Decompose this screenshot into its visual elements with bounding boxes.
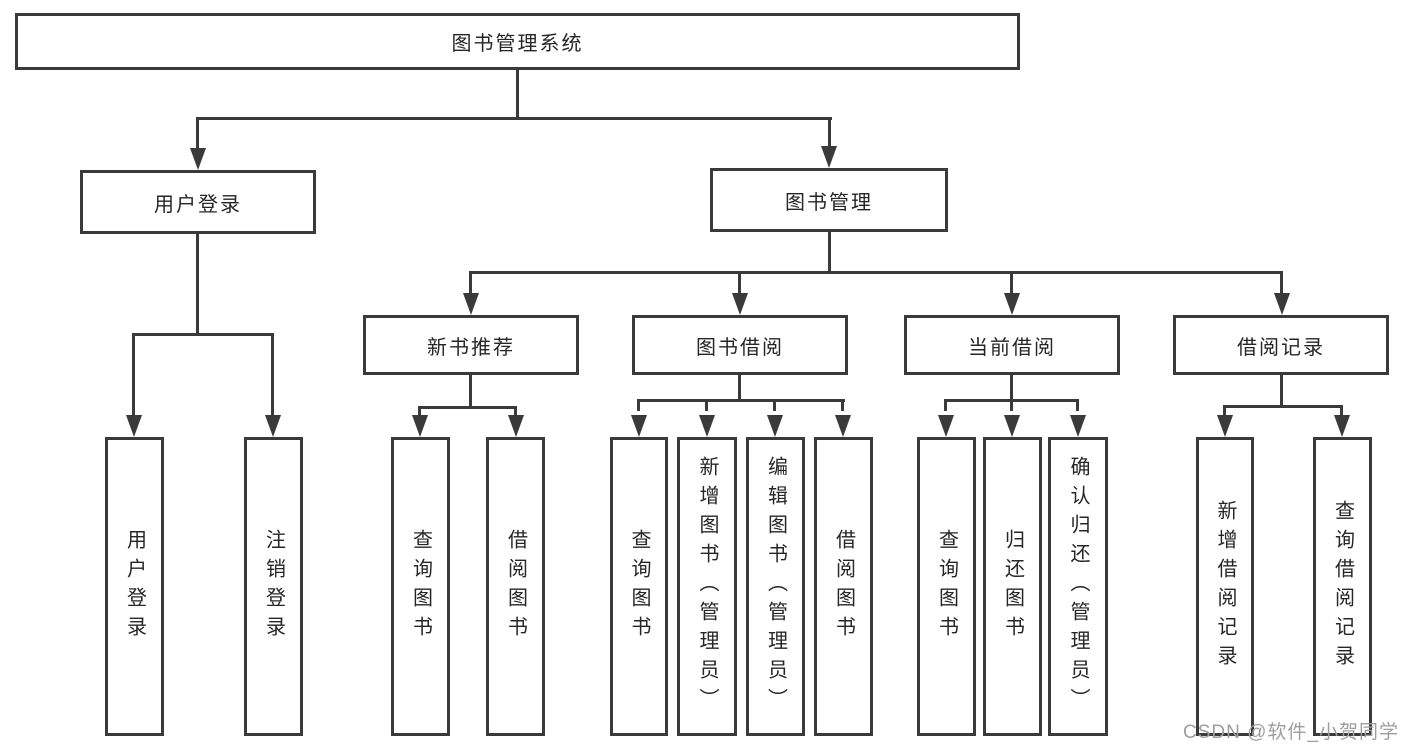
leaf-add-books-admin: 新增图书（管理员） <box>677 437 737 736</box>
connector-line <box>738 375 741 402</box>
leaf-edit-books-admin: 编辑图书（管理员） <box>746 437 805 736</box>
csdn-watermark: CSDN @软件_小贺同学 <box>1183 722 1399 743</box>
leaf-borrow-books-recommend: 借阅图书 <box>486 437 545 736</box>
node-label: 查询图书 <box>628 528 650 645</box>
arrow-down-icon <box>938 415 954 437</box>
leaf-query-borrow-record: 查询借阅记录 <box>1313 437 1372 736</box>
arrow-down-icon <box>631 415 647 437</box>
arrow-down-icon <box>1004 293 1020 315</box>
arrow-down-icon <box>1334 415 1350 437</box>
node-label: 查询图书 <box>409 528 432 645</box>
node-new-book-recommend: 新书推荐 <box>363 315 579 375</box>
arrow-down-icon <box>835 415 851 437</box>
connector-line <box>1010 399 1013 411</box>
node-label: 确认归还（管理员） <box>1067 456 1089 717</box>
connector-line <box>1010 271 1013 296</box>
arrow-down-icon <box>126 415 142 437</box>
connector-line <box>738 271 741 296</box>
node-label: 新书推荐 <box>427 336 515 359</box>
connector-line <box>773 399 776 411</box>
node-book-management: 图书管理 <box>710 168 948 232</box>
arrow-down-icon <box>412 415 428 437</box>
connector-line <box>637 399 845 402</box>
connector-line <box>1010 375 1013 402</box>
node-label: 编辑图书（管理员） <box>764 456 787 717</box>
node-label: 借阅图书 <box>832 528 855 645</box>
connector-line <box>196 117 199 150</box>
arrow-down-icon <box>190 148 206 170</box>
connector-line <box>469 271 1283 274</box>
leaf-query-books-recommend: 查询图书 <box>391 437 450 736</box>
arrow-down-icon <box>767 415 783 437</box>
node-label: 借阅图书 <box>504 528 527 645</box>
node-current-borrowing: 当前借阅 <box>904 315 1120 375</box>
connector-line <box>828 232 831 274</box>
arrow-down-icon <box>821 146 837 168</box>
connector-line <box>841 399 844 411</box>
arrow-down-icon <box>1217 415 1233 437</box>
node-label: 借阅记录 <box>1237 336 1325 359</box>
connector-line <box>705 399 708 411</box>
connector-line <box>418 406 421 416</box>
node-label: 归还图书 <box>1001 528 1024 645</box>
node-label: 查询借阅记录 <box>1331 499 1354 674</box>
connector-line <box>1280 375 1283 408</box>
connector-line <box>1076 399 1079 411</box>
node-label: 新增图书（管理员） <box>696 456 718 717</box>
leaf-user-login: 用户登录 <box>105 437 164 736</box>
node-label: 当前借阅 <box>968 336 1056 359</box>
node-label: 注销登录 <box>262 528 285 645</box>
arrow-down-icon <box>463 293 479 315</box>
leaf-logout: 注销登录 <box>244 437 303 736</box>
node-label: 用户登录 <box>154 193 242 216</box>
node-label: 图书管理 <box>785 191 873 214</box>
leaf-query-books-borrowing: 查询图书 <box>610 437 668 736</box>
connector-line <box>944 399 947 411</box>
arrow-down-icon <box>265 415 281 437</box>
connector-line <box>1280 271 1283 296</box>
arrow-down-icon <box>732 293 748 315</box>
connector-line <box>469 375 472 409</box>
connector-line <box>1340 405 1343 416</box>
arrow-down-icon <box>1274 293 1290 315</box>
connector-line <box>271 333 274 416</box>
arrow-down-icon <box>1004 415 1020 437</box>
connector-line <box>469 271 472 296</box>
connector-line <box>132 333 274 336</box>
connector-line <box>132 333 135 416</box>
node-label: 图书管理系统 <box>451 33 584 55</box>
arrow-down-icon <box>1070 415 1086 437</box>
leaf-add-borrow-record: 新增借阅记录 <box>1196 437 1254 736</box>
node-library-system: 图书管理系统 <box>15 13 1020 70</box>
connector-line <box>1223 405 1343 408</box>
arrow-down-icon <box>508 415 524 437</box>
leaf-return-books: 归还图书 <box>983 437 1042 736</box>
arrow-down-icon <box>699 415 715 437</box>
connector-line <box>516 70 519 119</box>
connector-line <box>1223 405 1226 416</box>
node-label: 查询图书 <box>935 528 958 645</box>
connector-line <box>828 117 831 150</box>
node-label: 用户登录 <box>123 528 146 645</box>
connector-line <box>514 406 517 416</box>
node-book-borrowing: 图书借阅 <box>632 315 848 375</box>
node-label: 图书借阅 <box>696 336 784 359</box>
leaf-borrow-books-borrowing: 借阅图书 <box>814 437 873 736</box>
node-user-login: 用户登录 <box>80 170 316 234</box>
connector-line <box>196 117 832 120</box>
connector-line <box>196 234 199 336</box>
leaf-query-books-current: 查询图书 <box>917 437 976 736</box>
leaf-confirm-return-admin: 确认归还（管理员） <box>1048 437 1108 736</box>
connector-line <box>637 399 640 411</box>
connector-line <box>418 406 517 409</box>
node-borrowing-records: 借阅记录 <box>1173 315 1389 375</box>
node-label: 新增借阅记录 <box>1214 499 1236 674</box>
